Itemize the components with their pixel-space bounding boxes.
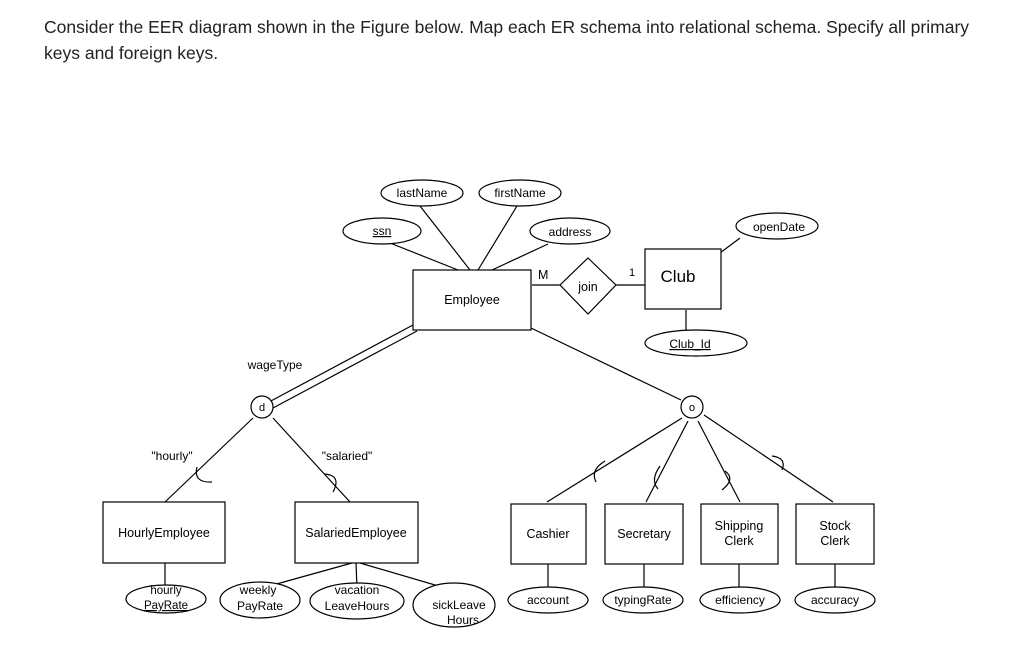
secretary-entity (604, 503, 684, 565)
secretary-label: Secretary (617, 527, 671, 541)
weekly-payrate-label-1: weekly (239, 583, 277, 597)
stock-clerk-label-2: Clerk (820, 534, 850, 548)
shipping-clerk-entity (700, 503, 779, 565)
shipping-clerk-label-2: Clerk (724, 534, 754, 548)
lastname-label: lastName (397, 186, 448, 200)
vacation-label-1: vacation (335, 583, 380, 597)
wagetype-label: wageType (247, 358, 303, 372)
efficiency-attribute (699, 586, 781, 614)
hourly-employee-label: HourlyEmployee (118, 526, 210, 540)
hourly-payrate-label-2: PayRate (144, 600, 188, 612)
ssn-attribute (342, 217, 422, 245)
join-label: join (577, 280, 598, 294)
lastname-attribute (380, 179, 464, 207)
club-label: Club (661, 267, 696, 286)
account-attribute (507, 586, 589, 614)
salaried-employee-label: SalariedEmployee (305, 526, 406, 540)
stock-clerk-label-1: Stock (819, 519, 851, 533)
cashier-label: Cashier (526, 527, 569, 541)
account-label: account (527, 593, 570, 607)
firstname-label: firstName (494, 186, 546, 200)
opendate-attribute (735, 212, 819, 240)
hourly-value-label: "hourly" (151, 449, 192, 463)
cardinality-m: M (538, 268, 548, 282)
typingrate-attribute (602, 586, 684, 614)
vacation-leavehours-attribute (309, 582, 405, 620)
shipping-clerk-label-1: Shipping (715, 519, 764, 533)
sickleave-label-2: Hours (447, 613, 479, 627)
hourly-employee-entity (102, 501, 226, 564)
weekly-payrate-label-2: PayRate (237, 599, 283, 613)
employee-label: Employee (444, 293, 500, 307)
address-attribute (529, 217, 611, 245)
employee-entity (412, 269, 532, 331)
question-text: Consider the EER diagram shown in the Fi… (44, 17, 970, 63)
address-label: address (549, 225, 592, 239)
vacation-label-2: LeaveHours (325, 599, 390, 613)
firstname-attribute (478, 179, 562, 207)
salaried-value-label: "salaried" (322, 449, 373, 463)
overlap-symbol: o (689, 402, 695, 414)
accuracy-label: accuracy (811, 593, 859, 607)
disjoint-symbol: d (259, 402, 265, 414)
club-entity (644, 248, 722, 310)
hourly-payrate-attribute (125, 584, 207, 614)
weekly-payrate-attribute (219, 581, 301, 619)
ssn-label: ssn (373, 224, 392, 238)
join-relationship (559, 257, 617, 315)
disjoint-circle (250, 395, 274, 419)
sickleave-hours-attribute (412, 582, 496, 628)
opendate-label: openDate (753, 220, 805, 234)
club-id-attribute (644, 329, 748, 357)
sickleave-label-1: sickLeave (432, 598, 486, 612)
hourly-payrate-label-1: hourly (150, 585, 182, 597)
overlap-circle (680, 395, 704, 419)
club-id-label: Club_Id (669, 337, 710, 351)
accuracy-attribute (794, 586, 876, 614)
efficiency-label: efficiency (715, 593, 765, 607)
cardinality-1: 1 (629, 267, 635, 279)
typingrate-label: typingRate (614, 593, 672, 607)
stock-clerk-entity (795, 503, 875, 565)
salaried-employee-entity (294, 501, 419, 564)
cashier-entity (510, 503, 587, 565)
